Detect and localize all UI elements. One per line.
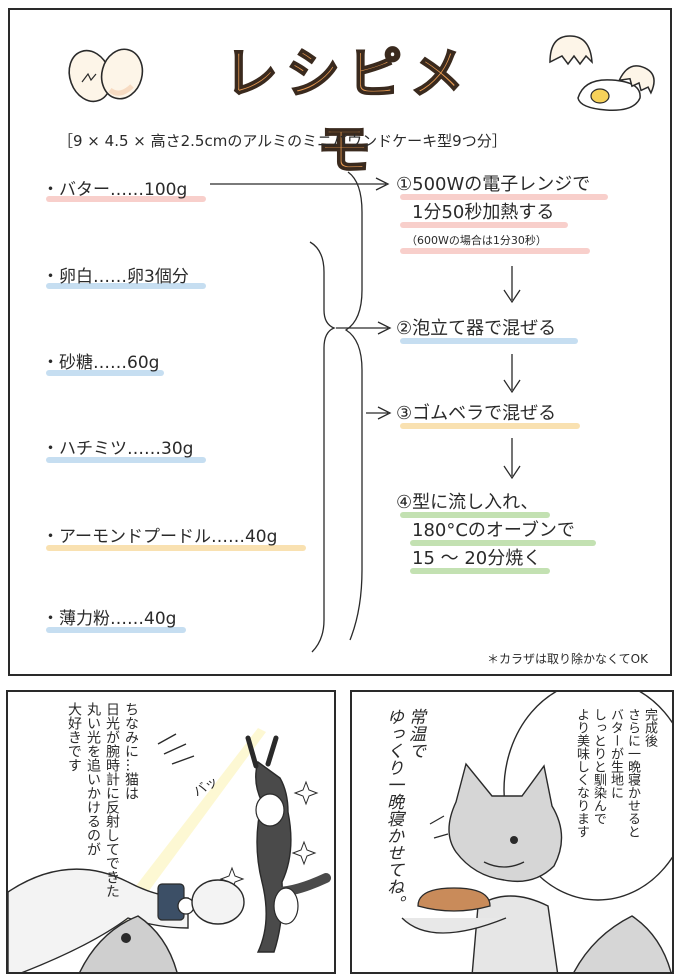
ingredient-sugar: ・砂糖……60g — [42, 353, 160, 373]
highlight-step3 — [400, 423, 580, 429]
highlight-step2 — [400, 338, 578, 344]
flow-lines — [210, 171, 521, 653]
step2-line1: ②泡立て器で混ぜる — [396, 318, 557, 339]
narration-line-4: 大好きです — [66, 702, 82, 772]
handwritten-line-1: 常温で — [405, 708, 425, 759]
highlight-step4-c — [410, 568, 550, 574]
fox-speech: 完成後 さらに一晩寝かせると バターが生地に しっとりと馴染んで より美味しくな… — [538, 708, 658, 928]
step1-note: （600Wの場合は1分30秒） — [406, 234, 547, 247]
highlight-egg-white — [46, 283, 206, 289]
cat-scene-illustration — [8, 728, 331, 972]
highlight-honey — [46, 457, 206, 463]
highlight-step1-a — [400, 194, 608, 200]
ingredient-butter: ・バター……100g — [42, 180, 188, 200]
ingredient-almond-powder: ・アーモンドプードル……40g — [42, 527, 278, 547]
narration-line-2: 日光が腕時計に反射してできた — [104, 702, 120, 898]
narration-line-3: 丸い光を追いかけるのが — [85, 702, 101, 856]
ingredient-honey: ・ハチミツ……30g — [42, 439, 194, 459]
speech-line-5: より美味しくなります — [574, 708, 589, 838]
step1-line1: ①500Wの電子レンジで — [396, 174, 591, 195]
recipe-note: ＊カラザは取り除かなくてOK — [487, 652, 648, 666]
recipe-subtitle: ［9 × 4.5 × 高さ2.5cmのアルミのミニパウンドケーキ型9つ分］ — [58, 132, 507, 150]
fox-illustration — [401, 692, 672, 972]
highlight-flour — [46, 627, 186, 633]
highlight-almond — [46, 545, 306, 551]
speech-line-4: しっとりと馴染んで — [591, 708, 606, 825]
speech-line-1: 完成後 — [642, 708, 657, 747]
cat-narration: ちなみに…猫は 日光が腕時計に反射してできた 丸い光を追いかけるのが 大好きです — [20, 702, 140, 972]
speech-line-3: バターが生地に — [608, 708, 623, 799]
handwritten-line-2: ゆっくり一晩寝かせてね。 — [383, 708, 403, 912]
step4-line2: 180°Cのオーブンで — [412, 520, 575, 541]
highlight-sugar — [46, 370, 164, 376]
highlight-step4-a — [400, 512, 550, 518]
speech-line-2: さらに一晩寝かせると — [625, 708, 640, 838]
comic-panel-fox: 完成後 さらに一晩寝かせると バターが生地に しっとりと馴染んで より美味しくな… — [350, 690, 674, 974]
ingredient-flour: ・薄力粉……40g — [42, 609, 177, 629]
eggs-illustration — [68, 48, 144, 103]
step3-line1: ③ゴムベラで混ぜる — [396, 403, 557, 424]
highlight-step4-b — [410, 540, 596, 546]
ingredient-egg-white: ・卵白……卵3個分 — [42, 267, 189, 287]
step4-line1: ④型に流し入れ、 — [396, 492, 539, 513]
fox-handwritten-note: 常温で ゆっくり一晩寝かせてね。 — [366, 708, 426, 912]
step4-line3: 15 ～ 20分焼く — [412, 548, 542, 569]
step1-line2: 1分50秒加熱する — [412, 202, 555, 223]
comic-panel-cat: バッ ちなみに…猫は 日光が腕時計に反射してできた 丸い光を追いかけるのが 大好… — [6, 690, 336, 974]
recipe-panel: レシピメモ ［9 × 4.5 × 高さ2.5cmのアルミのミニパウンドケーキ型9… — [8, 8, 672, 676]
recipe-title: レシピメモ — [223, 41, 472, 182]
cracked-egg-illustration — [549, 35, 655, 111]
narration-line-1: ちなみに…猫は — [123, 702, 139, 800]
highlight-step1-c — [400, 248, 590, 254]
highlight-step1-b — [400, 222, 568, 228]
highlight-butter — [46, 196, 206, 202]
